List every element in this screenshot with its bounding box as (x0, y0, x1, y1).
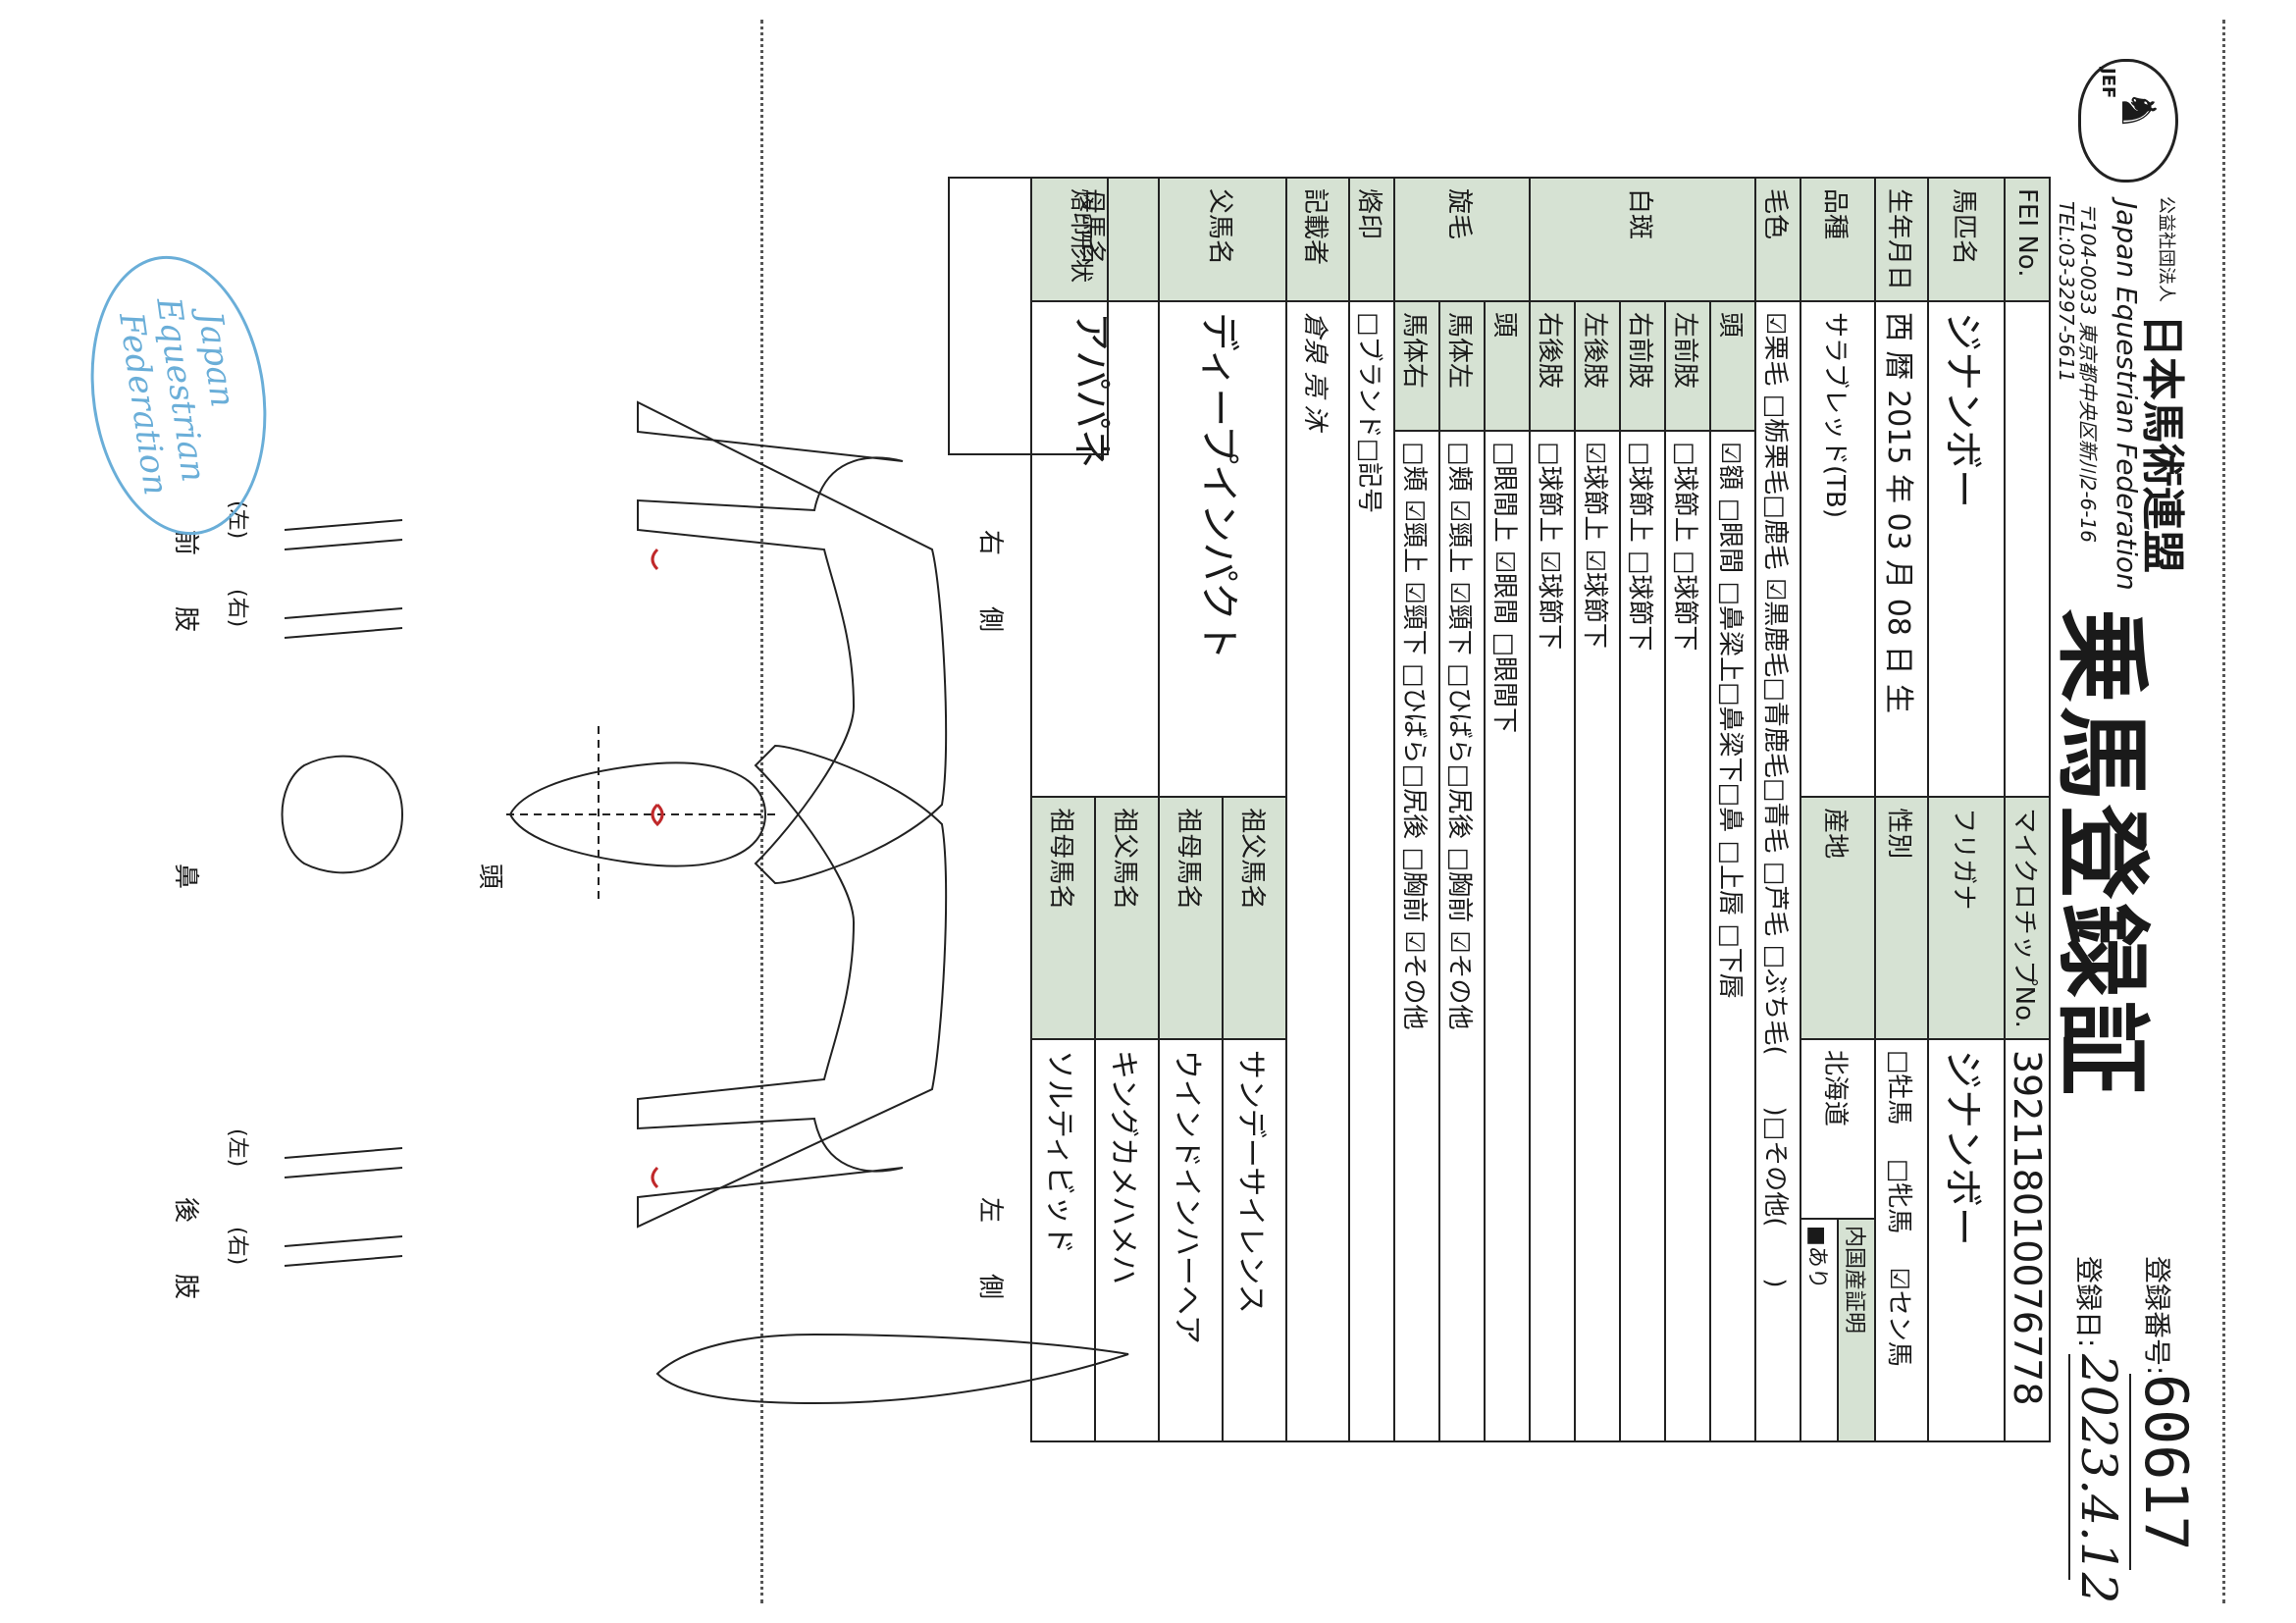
name-label: 馬匹名 (1928, 178, 2005, 302)
whorl-head-label: 頭 (1485, 301, 1530, 432)
whorl-left-options: □頬 ☑頸上 ☑頸下 □ひばら□尻後 □胸前 ☑その他 (1439, 431, 1485, 1441)
white-head-label: 頭 (1710, 301, 1755, 432)
fore-left-limb (284, 519, 403, 550)
white-rh-label: 右後肢 (1530, 301, 1575, 432)
logo-text: JEF (2098, 68, 2118, 99)
sex-female[interactable]: □牝馬 (1884, 1158, 1914, 1234)
white-head-options: ☑額 □眼間 □鼻梁上□鼻梁下□鼻 □上唇 □下唇 (1710, 431, 1755, 1441)
horse-outline-drawing (281, 400, 1129, 1405)
brand-label: 烙印 (1349, 178, 1394, 302)
org-tel: TEL:03-3297-5611 (2055, 201, 2078, 383)
jef-logo: ♞ JEF (2078, 59, 2178, 183)
whorl-left-label: 馬体左 (1439, 301, 1485, 432)
horse-top-view (655, 1333, 1129, 1405)
whorl-right-label: 馬体右 (1394, 301, 1439, 432)
breed-label: 品種 (1800, 178, 1875, 302)
whorl-label: 旋毛 (1394, 178, 1530, 302)
horse-right-side (637, 400, 948, 885)
dob-value: 西 暦 2015 年 03 月 08 日 生 (1875, 301, 1928, 798)
white-label: 白斑 (1530, 178, 1755, 302)
org-address: 〒104-0033 東京都中央区新川2-6-16 (2076, 201, 2100, 543)
domestic-value: ■あり (1804, 1225, 1829, 1289)
org-name-en: Japan Equestrian Federation (2111, 201, 2143, 591)
whorl-right-options: □頬 ☑頸上 ☑頸下 □ひばら□尻後 □胸前 ☑その他 (1394, 431, 1439, 1441)
domestic-label: 内国産証明 (1837, 1219, 1874, 1440)
fore-right-limb (284, 607, 403, 639)
header: ♞ JEF 公益社団法人 日本馬術連盟 Japan Equestrian Fed… (1031, 0, 2296, 1623)
horse-left-side (637, 744, 948, 1229)
fei-label: FEI No. (2005, 178, 2050, 302)
org-name: 日本馬術連盟 (2137, 314, 2187, 573)
reg-no: 60617 (2129, 1374, 2200, 1570)
writer-signature: 倉泉 亮 沐 (1286, 301, 1349, 1441)
sex-gelding[interactable]: ☑セン馬 (1884, 1267, 1914, 1367)
name-value: ジナンボー (1928, 301, 2005, 798)
white-mark-left-hind (651, 1166, 659, 1189)
hind-right-limb (284, 1235, 403, 1267)
color-options: ☑栗毛 □栃栗毛□鹿毛 ☑黒鹿毛□青鹿毛□青毛 □芦毛 □ぶち毛( )□その他(… (1755, 301, 1800, 1441)
color-label: 毛色 (1755, 178, 1800, 302)
sex-label: 性別 (1875, 797, 1928, 1039)
origin-value: 北海道 (1800, 1038, 1875, 1219)
white-lf-label: 左前肢 (1665, 301, 1710, 432)
horse-nose (281, 755, 404, 874)
furigana-value: ジナンボー (1928, 1038, 2005, 1441)
hind-left-limb (284, 1147, 403, 1178)
document-title: 乗馬登録証 (2047, 608, 2157, 1099)
reg-date: 2023.4.12 (2068, 1354, 2127, 1604)
white-lh-options: ☑球節上 ☑球節下 (1575, 431, 1620, 1441)
org-prefix: 公益社団法人 (2156, 196, 2176, 302)
white-mark-right-hind (651, 548, 659, 571)
breed-value: サラブレッド(TB) (1800, 301, 1875, 798)
origin-label: 産地 (1800, 797, 1875, 1039)
white-lh-label: 左後肢 (1575, 301, 1620, 432)
chip-value: 392118010076778 (2005, 1038, 2050, 1441)
marking-diagram: 烙印形状 右 側 左 側 頭 鼻 前 肢 後 肢 (左) (右) (左) (右) (10, 0, 1187, 1623)
whorl-mark-head (651, 803, 664, 827)
dob-label: 生年月日 (1875, 178, 1928, 302)
chip-label: マイクロチップNo. (2005, 797, 2050, 1039)
writer-label: 記載者 (1286, 178, 1349, 302)
horse-logo-icon: ♞ (2111, 89, 2166, 132)
reg-no-label: 登録番号: (2141, 1256, 2173, 1376)
brand-options: □ブランド□記号 (1349, 301, 1394, 1441)
white-lf-options: □球節上 □球節下 (1665, 431, 1710, 1441)
whorl-head-options: □眼間上 ☑眼間 □眼間下 (1485, 431, 1530, 1441)
furigana-label: フリガナ (1928, 797, 2005, 1039)
reg-date-label: 登録日: (2072, 1256, 2105, 1348)
white-rh-options: □球節上 ☑球節下 (1530, 431, 1575, 1441)
sex-male[interactable]: □牡馬 (1884, 1049, 1914, 1126)
white-rf-options: □球節上 □球節下 (1620, 431, 1665, 1441)
sex-options: □牡馬 □牝馬 ☑セン馬 (1875, 1038, 1928, 1441)
white-rf-label: 右前肢 (1620, 301, 1665, 432)
fei-value (2005, 301, 2050, 798)
gs1-label: 祖父馬名 (1223, 797, 1286, 1039)
gs1-value: サンデーサイレンス (1223, 1038, 1286, 1441)
domestic-cell: 内国産証明 ■あり (1800, 1218, 1875, 1441)
